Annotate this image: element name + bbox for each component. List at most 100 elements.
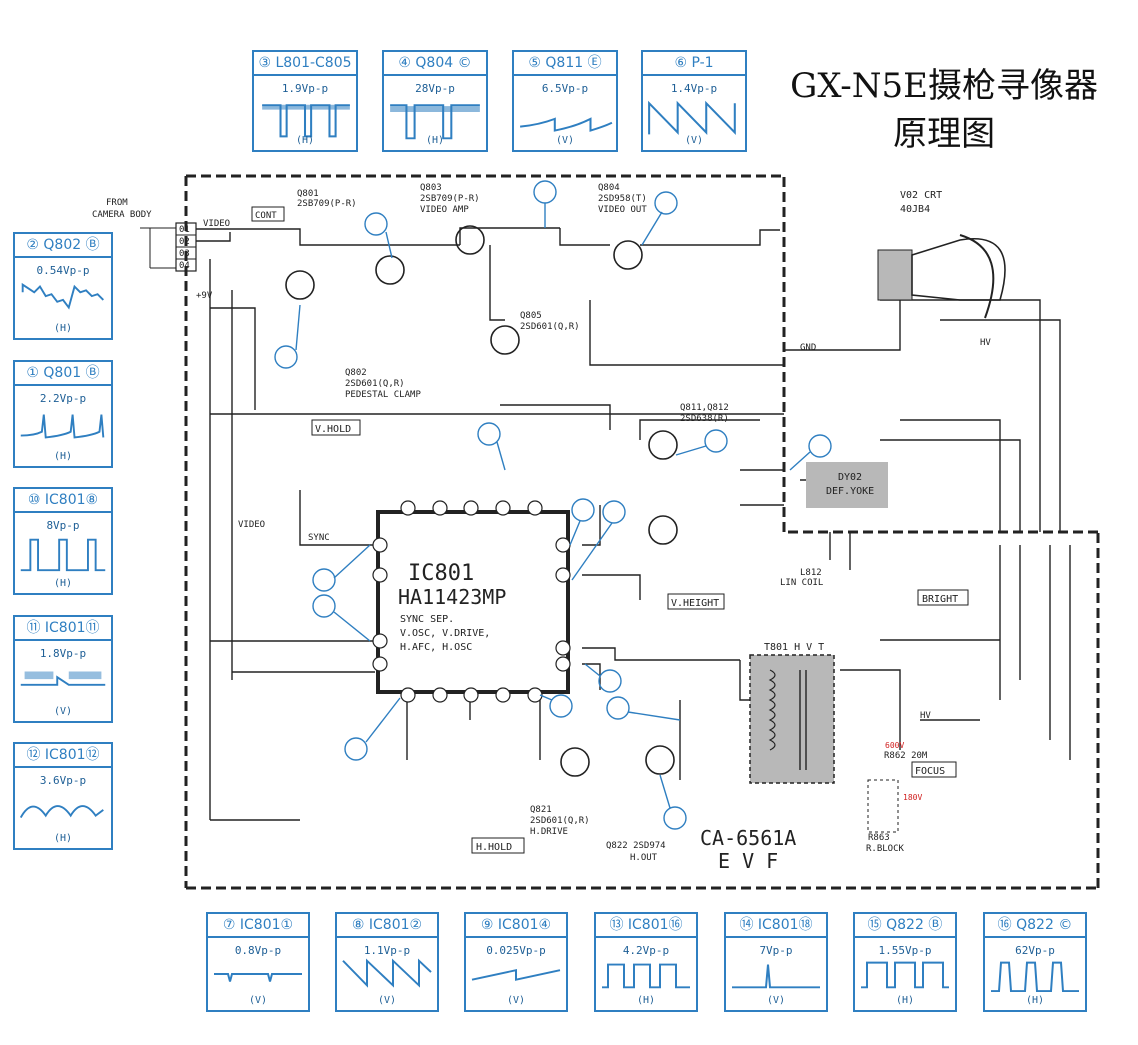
waveform-head-9: ⑨ IC801④ <box>480 917 552 933</box>
waveform-unit-10: (H) <box>53 578 73 589</box>
pin-03: 03 <box>179 249 190 259</box>
video-label: VIDEO <box>203 219 230 229</box>
wiring <box>196 227 1071 821</box>
waveform-amp-10: 8Vp-p <box>46 519 80 532</box>
q802-func: PEDESTAL CLAMP <box>345 390 421 400</box>
waveform-head-10: ⑩ IC801⑧ <box>27 492 99 508</box>
ic-pins <box>372 500 571 703</box>
hv-out-label: HV <box>920 711 931 721</box>
waveform-unit-4: (H) <box>425 135 445 146</box>
waveform-unit-7: (V) <box>248 995 268 1006</box>
waveform-panel-10: ⑩ IC801⑧ 8Vp-p (H) <box>13 487 113 595</box>
transistor-labels: Q801 2SB709(P-R) Q803 2SB709(P-R) VIDEO … <box>297 183 729 863</box>
flyback-transformer: T801 H V T HV LIN COIL L812 <box>749 568 931 784</box>
marker-10 <box>312 568 336 592</box>
input-connector: 01 02 03 04 FROM CAMERA BODY <box>92 198 197 272</box>
waveform-panel-15: ⑮ Q822 Ⓑ 1.55Vp-p (H) <box>853 912 957 1012</box>
plus9v-label: +9V <box>196 291 213 301</box>
q805-label: Q805 <box>520 311 542 321</box>
hhold-label: H.HOLD <box>476 842 512 853</box>
waveform-unit-2: (H) <box>53 323 73 334</box>
waveform-unit-3: (H) <box>295 135 315 146</box>
q802-type: 2SD601(Q,R) <box>345 379 405 389</box>
test-point-markers <box>274 180 832 830</box>
waveform-amp-1: 2.2Vp-p <box>39 392 87 405</box>
waveform-amp-11: 1.8Vp-p <box>39 647 87 660</box>
r863-label: R863 <box>868 833 890 843</box>
title-line-1: GX-N5E摄枪寻像器 <box>790 66 1098 106</box>
q811-label: Q811,Q812 <box>680 403 729 413</box>
v180-label: 180V <box>903 793 922 802</box>
q811-type: 2SD638(R) <box>680 414 729 424</box>
pin-02: 02 <box>179 237 190 247</box>
waveform-unit-16: (H) <box>1025 995 1045 1006</box>
marker-2 <box>364 212 388 236</box>
waveform-unit-8: (V) <box>377 995 397 1006</box>
waveform-panel-11: ⑪ IC801⑪ 1.8Vp-p (V) <box>13 615 113 723</box>
waveform-amp-14: 7Vp-p <box>759 944 793 957</box>
marker-16 <box>606 696 630 720</box>
camera-body-label: CAMERA BODY <box>92 210 152 220</box>
hv-label: HV <box>980 338 991 348</box>
waveform-unit-9: (V) <box>506 995 526 1006</box>
waveform-amp-4: 28Vp-p <box>415 82 455 95</box>
bright-label: BRIGHT <box>922 594 958 605</box>
waveform-head-11: ⑪ IC801⑪ <box>26 620 100 636</box>
q804-label: Q804 <box>598 183 620 193</box>
waveform-head-6: ⑥ P-1 <box>674 55 714 71</box>
focus-block: 600V R862 20M 180V R863 R.BLOCK <box>866 741 928 854</box>
marker-12 <box>344 737 368 761</box>
q822-label: Q822 2SD974 <box>606 841 666 851</box>
q801-type: 2SB709(P-R) <box>297 199 357 209</box>
waveform-amp-16: 62Vp-p <box>1015 944 1055 957</box>
marker-4 <box>654 191 678 215</box>
ic801: IC801 HA11423MP SYNC SEP. V.OSC, V.DRIVE… <box>372 500 571 703</box>
waveform-amp-6: 1.4Vp-p <box>670 82 718 95</box>
waveform-amp-8: 1.1Vp-p <box>363 944 411 957</box>
waveform-unit-12: (H) <box>53 833 73 844</box>
transistors <box>285 225 678 777</box>
waveform-head-16: ⑯ Q822 © <box>997 917 1073 933</box>
cont-label: CONT <box>255 211 277 221</box>
v600-label: 600V <box>885 741 904 750</box>
q804-func: VIDEO OUT <box>598 205 647 215</box>
waveform-head-7: ⑦ IC801① <box>222 917 294 933</box>
waveform-panel-12: ⑫ IC801⑫ 3.6Vp-p (H) <box>13 742 113 850</box>
ic-func-2: V.OSC, V.DRIVE, <box>400 628 490 639</box>
l812-label: L812 <box>800 568 822 578</box>
deflection-yoke: DY02 DEF.YOKE <box>806 462 888 508</box>
control-labels: CONT VIDEO +9V V.HOLD V.HEIGHT H.HOLD BR… <box>196 206 969 854</box>
waveform-panel-9: ⑨ IC801④ 0.025Vp-p (V) <box>464 912 568 1012</box>
waveform-unit-14: (V) <box>766 995 786 1006</box>
waveform-panel-4: ④ Q804 © 28Vp-p (H) <box>382 50 488 152</box>
focus-label: FOCUS <box>915 766 945 777</box>
t801-label: T801 H V T <box>764 642 824 653</box>
q801-label: Q801 <box>297 189 319 199</box>
waveform-amp-12: 3.6Vp-p <box>39 774 87 787</box>
marker-15 <box>663 806 687 830</box>
waveform-head-15: ⑮ Q822 Ⓑ <box>867 917 943 933</box>
marker-9 <box>477 422 501 446</box>
title-line-2: 原理图 <box>893 114 996 154</box>
waveform-panel-8: ⑧ IC801② 1.1Vp-p (V) <box>335 912 439 1012</box>
q803-func: VIDEO AMP <box>420 205 469 215</box>
q821-func: H.DRIVE <box>530 827 568 837</box>
waveform-head-13: ⑬ IC801⑯ <box>609 917 683 933</box>
pin-04: 04 <box>179 261 190 271</box>
sync-label: SYNC <box>308 533 330 543</box>
crt-type: 40JB4 <box>900 204 930 215</box>
board-label: CA-6561A <box>700 826 796 850</box>
q803-type: 2SB709(P-R) <box>420 194 480 204</box>
q805-type: 2SD601(Q,R) <box>520 322 580 332</box>
dy-func: DEF.YOKE <box>826 486 874 497</box>
ic-func-3: H.AFC, H.OSC <box>400 642 472 653</box>
waveform-unit-5: (V) <box>555 135 575 146</box>
waveform-amp-5: 6.5Vp-p <box>541 82 589 95</box>
video-label-2: VIDEO <box>238 520 265 530</box>
waveform-unit-6: (V) <box>684 135 704 146</box>
q802-label: Q802 <box>345 368 367 378</box>
from-label: FROM <box>106 198 128 208</box>
marker-13 <box>549 694 573 718</box>
marker-8 <box>571 498 595 522</box>
